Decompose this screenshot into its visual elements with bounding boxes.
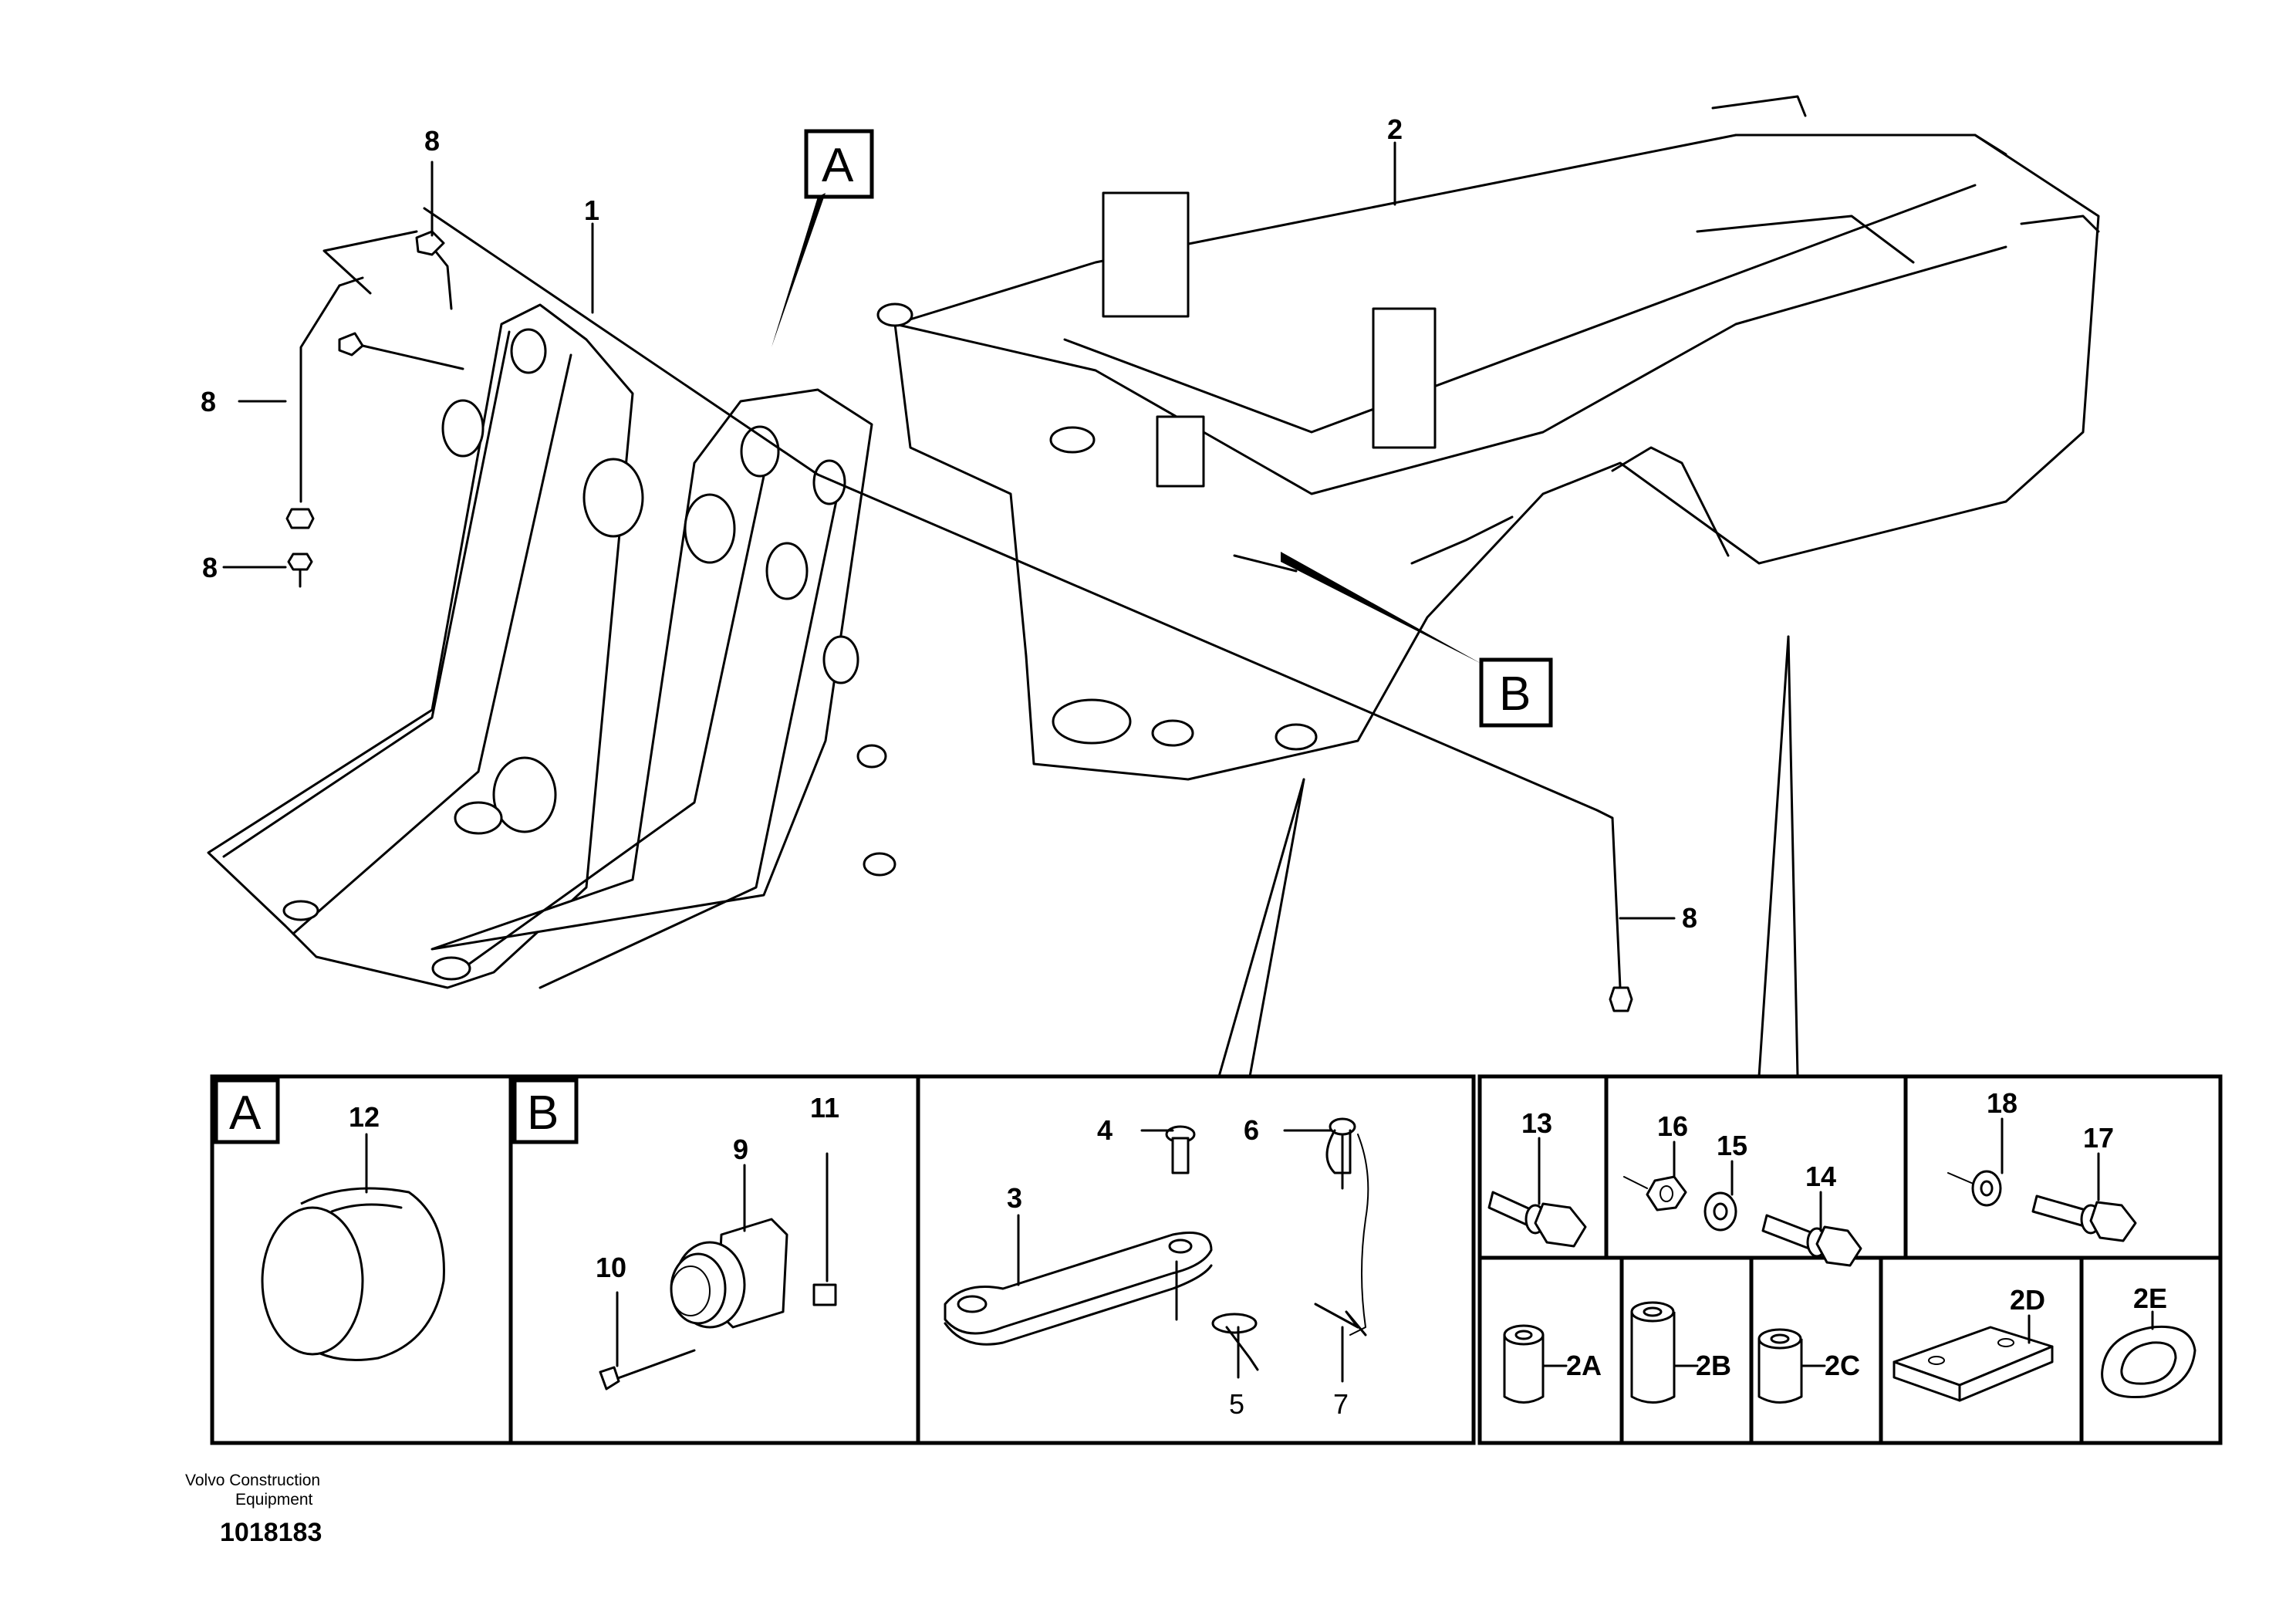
callout-8-right: 8 bbox=[1682, 902, 1697, 934]
bolt-part-14 bbox=[1761, 1214, 1862, 1267]
bushing-part-2B bbox=[1630, 1301, 1676, 1404]
chain-part-7 bbox=[1314, 1303, 1367, 1336]
bolt-part-17 bbox=[2031, 1195, 2137, 1242]
callout-12: 12 bbox=[349, 1101, 380, 1133]
view-b-marker-label: B bbox=[1499, 667, 1531, 721]
washer-part-18 bbox=[1947, 1170, 2002, 1207]
callout-2B: 2B bbox=[1696, 1350, 1731, 1381]
callout-8-top: 8 bbox=[424, 125, 440, 157]
link-part-3 bbox=[944, 1232, 1213, 1346]
detail-panel-left bbox=[210, 1074, 1476, 1445]
bushing-part-2C bbox=[1757, 1328, 1803, 1404]
clip-part-5 bbox=[1211, 1313, 1259, 1371]
bushing-part-2A bbox=[1503, 1324, 1545, 1404]
cap-part-12 bbox=[261, 1187, 445, 1361]
gasket-part-2E bbox=[2101, 1325, 2196, 1399]
callout-7: 7 bbox=[1333, 1388, 1349, 1420]
callout-6: 6 bbox=[1244, 1114, 1259, 1146]
plate-part-2D bbox=[1893, 1326, 2054, 1402]
washer-part-15 bbox=[1703, 1191, 1737, 1232]
view-a-title: A bbox=[229, 1086, 262, 1140]
callout-5: 5 bbox=[1229, 1388, 1244, 1420]
callout-13: 13 bbox=[1521, 1107, 1552, 1139]
callout-16: 16 bbox=[1657, 1110, 1688, 1142]
callout-15: 15 bbox=[1717, 1130, 1747, 1161]
view-a-marker bbox=[804, 129, 874, 199]
callout-14: 14 bbox=[1805, 1161, 1836, 1192]
callout-2E: 2E bbox=[2133, 1282, 2167, 1314]
callout-8-lower-left: 8 bbox=[202, 552, 218, 583]
callout-2A: 2A bbox=[1566, 1350, 1602, 1381]
front-frame-drawing bbox=[207, 230, 896, 989]
callout-18: 18 bbox=[1987, 1087, 2017, 1119]
callout-2D: 2D bbox=[2010, 1284, 2045, 1316]
hose-line-drawing bbox=[285, 207, 1633, 1012]
drawing-number: 1018183 bbox=[220, 1518, 322, 1547]
lynch-pin-part-6 bbox=[1325, 1117, 1369, 1336]
company-name-line2: Equipment bbox=[235, 1491, 313, 1509]
callout-3: 3 bbox=[1007, 1182, 1022, 1214]
callout-2C: 2C bbox=[1825, 1350, 1860, 1381]
nut-part-16 bbox=[1623, 1175, 1687, 1211]
callout-17: 17 bbox=[2083, 1122, 2114, 1154]
view-a-marker-label: A bbox=[822, 139, 854, 192]
rear-frame-drawing bbox=[876, 95, 2100, 781]
fitting-part-9 bbox=[599, 1218, 837, 1391]
bolt-part-13 bbox=[1487, 1191, 1587, 1248]
callout-11: 11 bbox=[810, 1092, 839, 1124]
company-name-line1: Volvo Construction bbox=[185, 1472, 320, 1489]
callout-9: 9 bbox=[733, 1134, 748, 1165]
callout-2: 2 bbox=[1387, 113, 1403, 145]
callout-8-left: 8 bbox=[201, 386, 216, 417]
callout-4: 4 bbox=[1097, 1114, 1113, 1146]
pin-part-4 bbox=[1165, 1125, 1196, 1174]
callout-10: 10 bbox=[596, 1252, 626, 1283]
view-b-marker bbox=[1479, 657, 1553, 728]
view-b-title: B bbox=[527, 1086, 559, 1140]
callout-1: 1 bbox=[584, 194, 599, 226]
callout-leaders bbox=[222, 141, 1799, 1078]
